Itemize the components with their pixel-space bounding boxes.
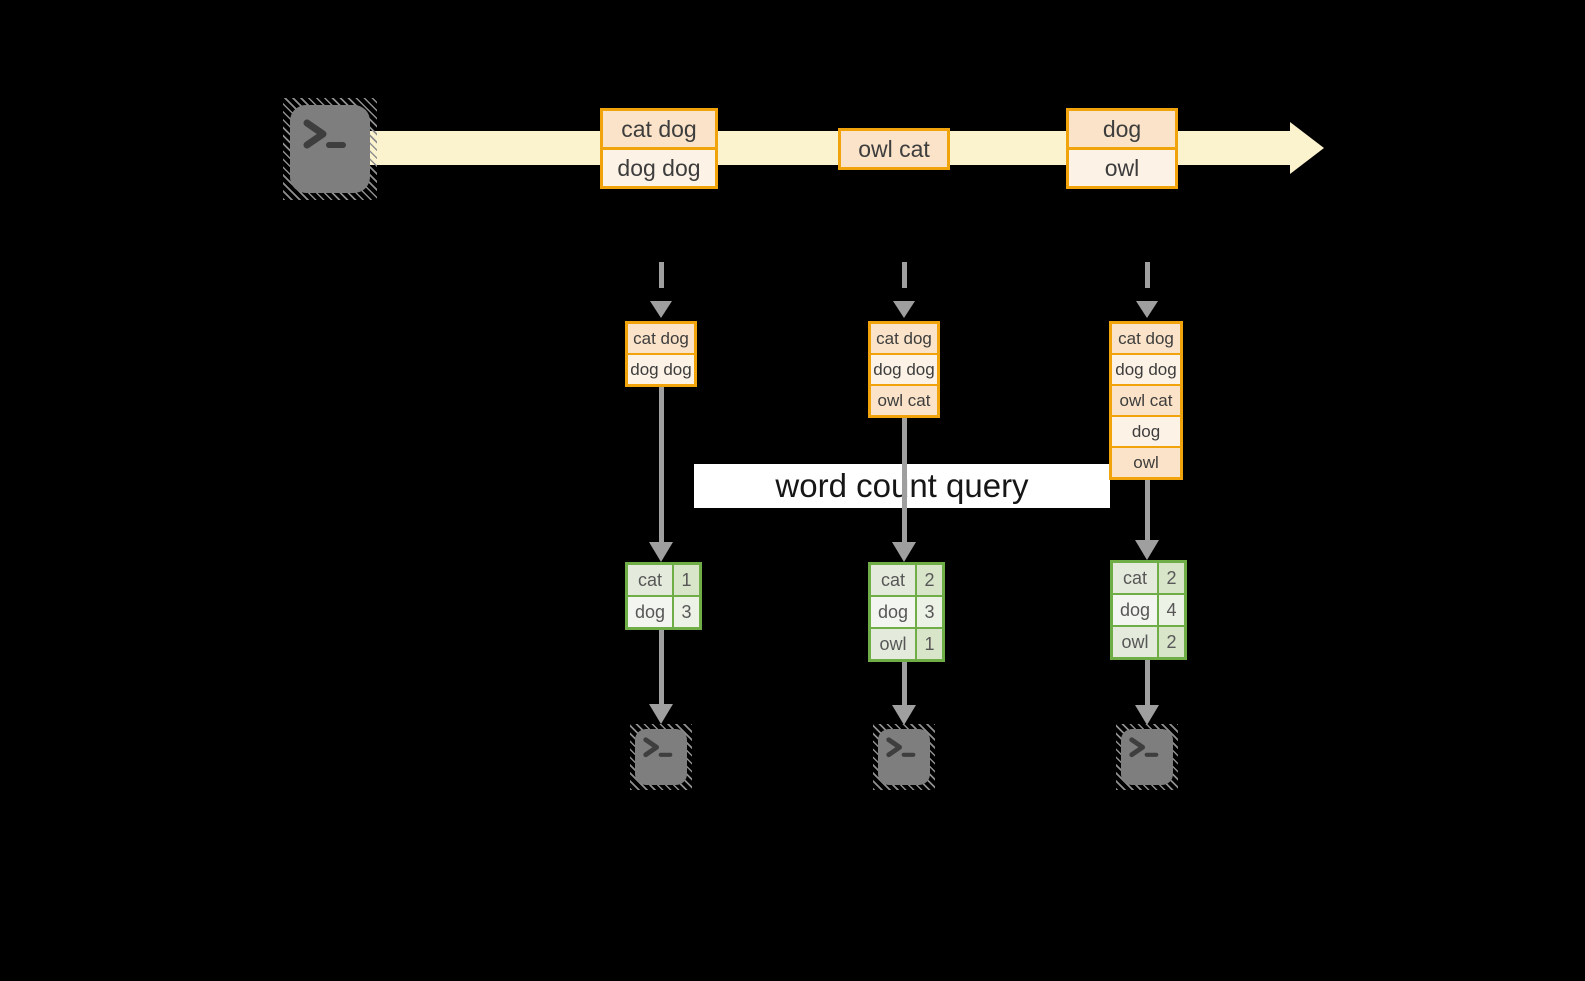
count-cell: 3 [915, 597, 942, 627]
source-terminal-icon [283, 98, 377, 200]
batch-cell: owl cat [1112, 384, 1180, 415]
stream-arrowhead-icon [1290, 122, 1324, 174]
flow-arrow [649, 387, 673, 562]
terminal-prompt-icon [643, 737, 673, 758]
batch-cell: dog dog [871, 353, 937, 384]
flow-arrow [892, 418, 916, 562]
count-cell: 2 [915, 565, 942, 595]
batch-cell: cat dog [603, 111, 715, 147]
stream-batch: owl cat [838, 128, 950, 170]
table-row: dog 3 [871, 595, 942, 627]
terminal-body [290, 105, 370, 193]
batch-cell: owl [1069, 147, 1175, 186]
batch-cell: cat dog [628, 324, 694, 353]
micro-batch-stack: cat dog dog dog owl cat dog owl [1109, 321, 1183, 480]
dashed-arrow [650, 262, 672, 318]
micro-batch-stack: cat dog dog dog [625, 321, 697, 387]
table-row: cat 2 [871, 565, 942, 595]
terminal-body [878, 729, 930, 785]
word-cell: cat [628, 565, 672, 595]
terminal-body [635, 729, 687, 785]
batch-cell: cat dog [1112, 324, 1180, 353]
word-cell: dog [871, 597, 915, 627]
batch-cell: owl [1112, 446, 1180, 477]
count-cell: 1 [915, 629, 942, 659]
batch-cell: owl cat [841, 131, 947, 167]
word-cell: owl [1113, 627, 1157, 657]
table-row: cat 1 [628, 565, 699, 595]
word-cell: cat [1113, 563, 1157, 593]
terminal-prompt-icon [886, 737, 916, 758]
sink-terminal-icon [873, 724, 935, 790]
table-row: dog 4 [1113, 593, 1184, 625]
word-cell: cat [871, 565, 915, 595]
word-cell: dog [628, 597, 672, 627]
count-cell: 1 [672, 565, 699, 595]
batch-cell: dog dog [628, 353, 694, 384]
table-row: owl 2 [1113, 625, 1184, 657]
flow-arrow [892, 662, 916, 725]
count-cell: 2 [1157, 627, 1184, 657]
word-cell: dog [1113, 595, 1157, 625]
table-row: owl 1 [871, 627, 942, 659]
batch-cell: cat dog [871, 324, 937, 353]
word-count-table: cat 2 dog 4 owl 2 [1110, 560, 1187, 660]
batch-cell: dog [1112, 415, 1180, 446]
word-count-table: cat 2 dog 3 owl 1 [868, 562, 945, 662]
word-cell: owl [871, 629, 915, 659]
terminal-prompt-icon [1129, 737, 1159, 758]
table-row: dog 3 [628, 595, 699, 627]
count-cell: 3 [672, 597, 699, 627]
count-cell: 2 [1157, 563, 1184, 593]
batch-cell: dog dog [603, 147, 715, 186]
terminal-prompt-icon [303, 119, 346, 149]
batch-cell: dog dog [1112, 353, 1180, 384]
flow-arrow [1135, 480, 1159, 560]
flow-arrow [1135, 660, 1159, 725]
count-cell: 4 [1157, 595, 1184, 625]
stream-batch: dog owl [1066, 108, 1178, 189]
stream-batch: cat dog dog dog [600, 108, 718, 189]
batch-cell: dog [1069, 111, 1175, 147]
dashed-arrow [1136, 262, 1158, 318]
table-row: cat 2 [1113, 563, 1184, 593]
dashed-arrow [893, 262, 915, 318]
word-count-table: cat 1 dog 3 [625, 562, 702, 630]
flow-arrow [649, 630, 673, 724]
batch-cell: owl cat [871, 384, 937, 415]
sink-terminal-icon [1116, 724, 1178, 790]
terminal-body [1121, 729, 1173, 785]
micro-batch-stack: cat dog dog dog owl cat [868, 321, 940, 418]
sink-terminal-icon [630, 724, 692, 790]
